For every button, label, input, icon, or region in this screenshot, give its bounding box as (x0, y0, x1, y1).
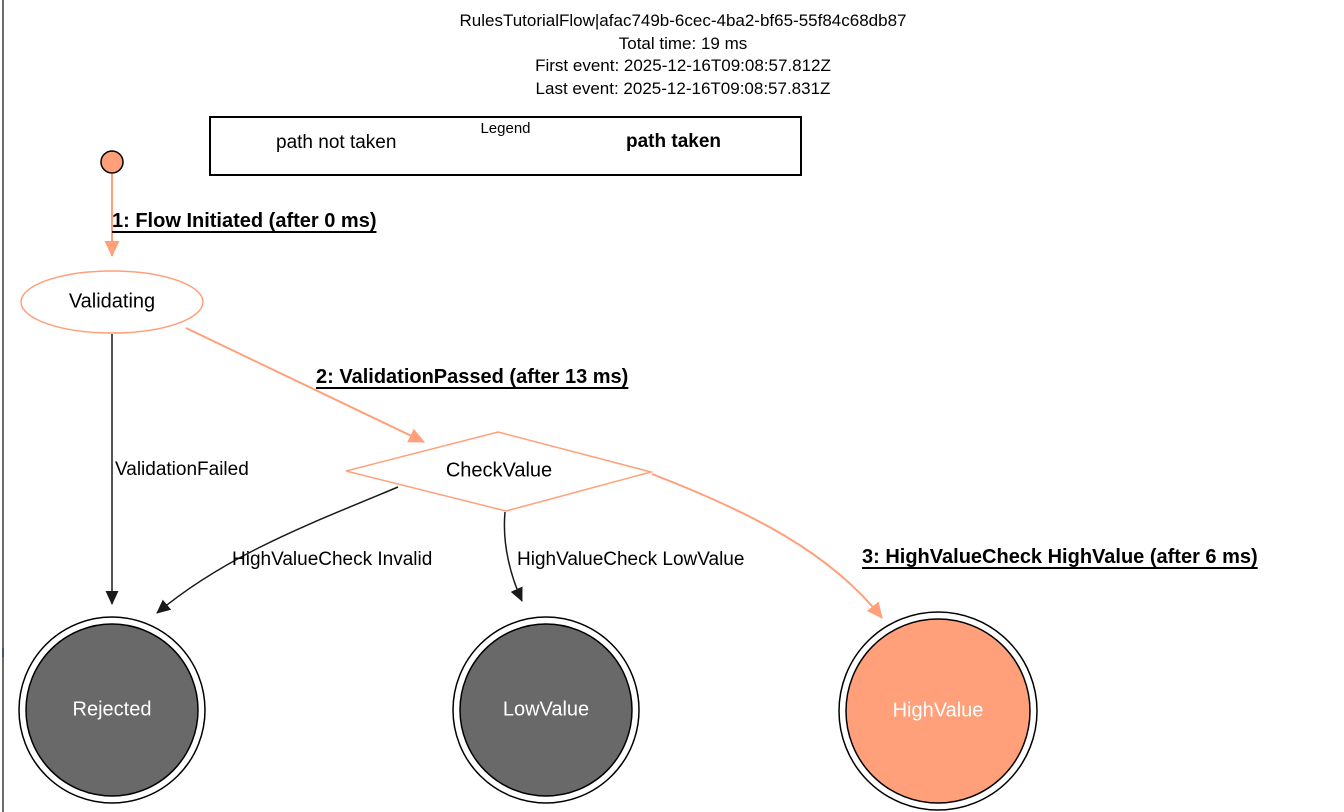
checkvalue-node-label: CheckValue (445, 459, 553, 482)
edge-label-hvc-lowvalue: HighValueCheck LowValue (517, 549, 745, 570)
edge-hvc-invalid (156, 486, 399, 614)
edge-label-hvc-invalid: HighValueCheck Invalid (232, 549, 433, 570)
lowvalue-node-shape (452, 616, 640, 804)
highvalue-node-label: HighValue (892, 699, 984, 722)
validating-node-shape (20, 270, 204, 334)
edge-label-flow-initiated: 1: Flow Initiated (after 0 ms) (112, 210, 377, 232)
diagram-header: RulesTutorialFlow|afac749b-6cec-4ba2-bf6… (233, 10, 1133, 100)
total-time: Total time: 19 ms (618, 33, 748, 53)
legend-not-taken-label: path not taken (276, 132, 397, 153)
lowvalue-node-label: LowValue (502, 698, 590, 721)
edge-label-hvc-highvalue: 3: HighValueCheck HighValue (after 6 ms) (862, 546, 1258, 568)
last-event: Last event: 2025-12-16T09:08:57.831Z (535, 78, 831, 98)
rejected-node-shape (18, 616, 206, 804)
edge-hvc-lowvalue (503, 511, 523, 602)
edge-label-validation-failed: ValidationFailed (115, 459, 249, 480)
checkvalue-diamond-shape (345, 431, 654, 512)
left-border-line (2, 0, 4, 812)
highvalue-node-shape (838, 611, 1038, 811)
start-node (100, 150, 124, 174)
validating-node-label: Validating (68, 290, 156, 313)
legend: Legend path not taken path taken (209, 116, 802, 176)
edge-validation-passed (185, 327, 425, 443)
first-event: First event: 2025-12-16T09:08:57.812Z (535, 56, 831, 75)
left-border-marker (2, 648, 4, 657)
legend-title: Legend (480, 120, 531, 137)
rejected-node-label: Rejected (72, 698, 152, 721)
legend-taken-label: path taken (626, 131, 722, 152)
flow-title: RulesTutorialFlow|afac749b-6cec-4ba2-bf6… (459, 11, 907, 30)
edge-hvc-highvalue (651, 473, 883, 619)
edge-label-validation-passed: 2: ValidationPassed (after 13 ms) (316, 366, 629, 388)
